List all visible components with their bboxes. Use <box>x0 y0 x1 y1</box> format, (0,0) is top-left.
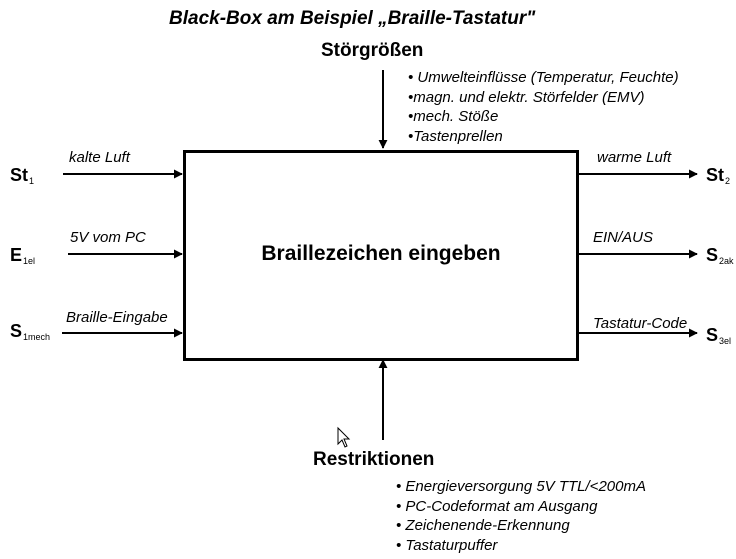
output-symbol: S <box>706 325 719 345</box>
input-symbol: St <box>10 165 28 185</box>
disturbance-item: •mech. Stöße <box>408 108 499 125</box>
output-symbol: S <box>706 245 719 265</box>
output-variable-1: St2 <box>706 166 730 186</box>
output-variable-3: S3el <box>706 326 731 346</box>
restriction-item: • PC-Codeformat am Ausgang <box>396 497 598 515</box>
input-symbol: E <box>10 245 23 265</box>
mouse-pointer-icon <box>337 426 351 448</box>
restriction-item: • Tastaturpuffer <box>396 536 498 554</box>
input-subscript: 1mech <box>23 332 51 342</box>
disturbances-list: • Umwelteinflüsse (Temperatur, Feuchte) … <box>408 68 679 146</box>
input-variable-3: S1mech <box>10 322 50 342</box>
restrictions-list: • Energieversorgung 5V TTL/<200mA • PC-C… <box>396 477 646 555</box>
input-subscript: 1el <box>23 256 36 266</box>
output-subscript: 3el <box>719 336 732 346</box>
disturbances-heading: Störgrößen <box>321 40 424 61</box>
restriction-item: • Energieversorgung 5V TTL/<200mA <box>396 478 646 495</box>
output-symbol: St <box>706 165 724 185</box>
output-label-3: Tastatur-Code <box>593 315 688 332</box>
input-label-2: 5V vom PC <box>70 229 146 246</box>
input-label-1: kalte Luft <box>69 149 130 166</box>
black-box: Braillezeichen eingeben <box>183 150 579 361</box>
box-label: Braillezeichen eingeben <box>261 242 501 265</box>
input-subscript: 1 <box>29 176 35 186</box>
restriction-item: • Zeichenende-Erkennung <box>396 517 570 534</box>
output-subscript: 2 <box>725 176 731 186</box>
input-variable-2: E1el <box>10 246 35 266</box>
disturbance-item: •Tastenprellen <box>408 127 503 145</box>
output-label-1: warme Luft <box>597 149 672 166</box>
diagram-title: Black-Box am Beispiel „Braille-Tastatur" <box>169 8 536 29</box>
restrictions-heading: Restriktionen <box>313 449 435 470</box>
output-variable-2: S2ak <box>706 246 734 266</box>
input-variable-1: St1 <box>10 166 34 186</box>
output-label-2: EIN/AUS <box>593 229 654 246</box>
input-label-3: Braille-Eingabe <box>66 309 168 326</box>
disturbance-item: • Umwelteinflüsse (Temperatur, Feuchte) <box>408 69 679 86</box>
output-subscript: 2ak <box>719 256 734 266</box>
input-symbol: S <box>10 321 23 341</box>
disturbance-item: •magn. und elektr. Störfelder (EMV) <box>408 88 645 106</box>
